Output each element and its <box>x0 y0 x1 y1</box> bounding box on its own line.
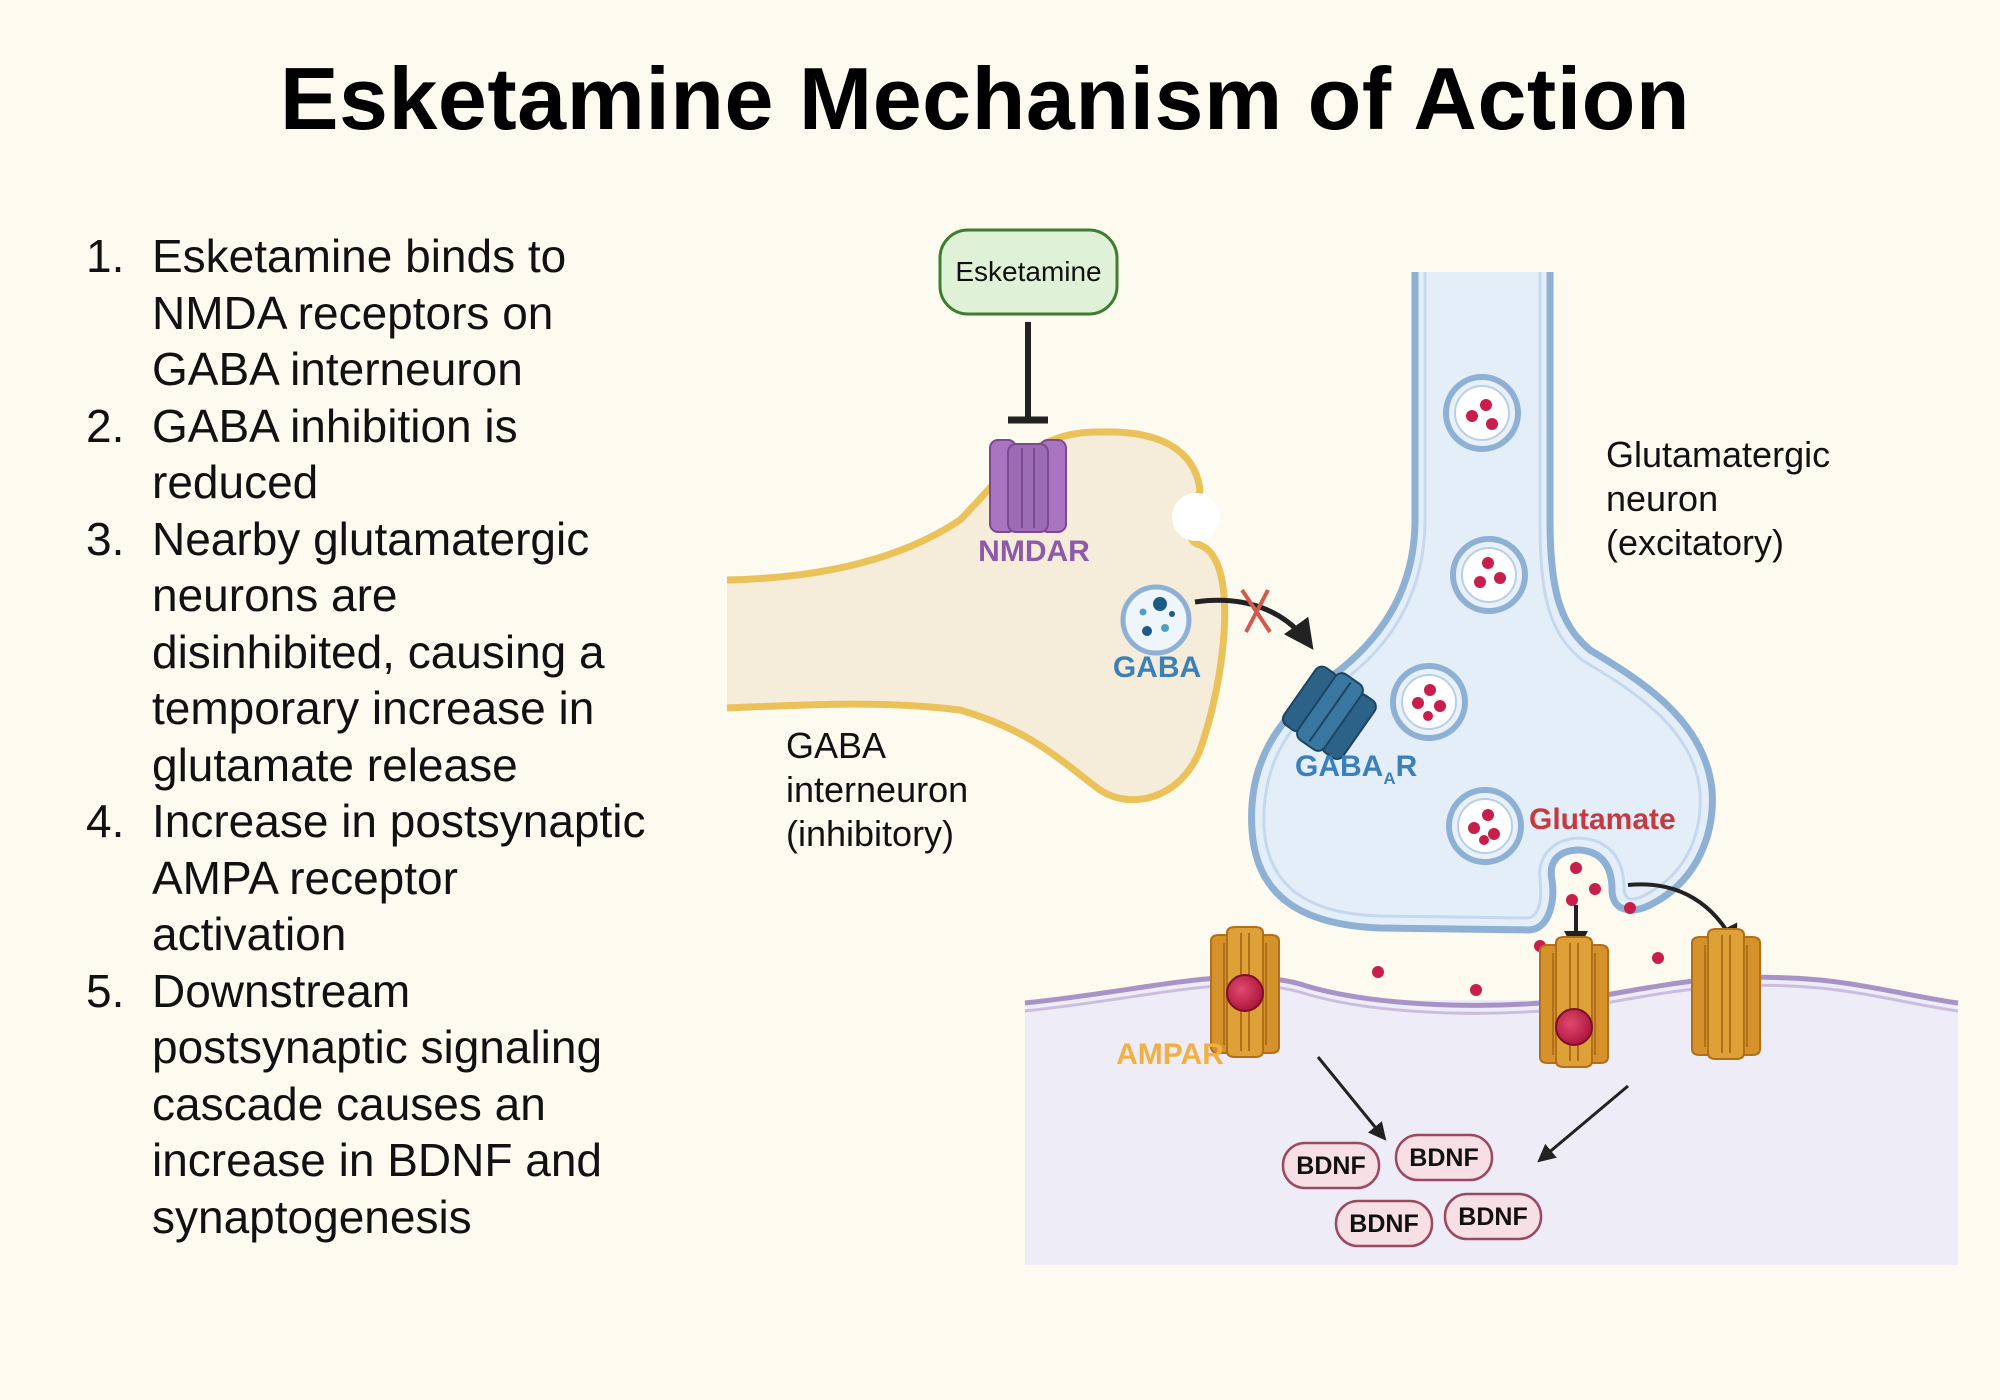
gaba-interneuron-label: GABA interneuron (inhibitory) <box>786 725 978 854</box>
gaba-interneuron-membrane <box>726 428 1229 804</box>
step-number: 1. <box>86 230 125 282</box>
nmdar-label: NMDAR <box>978 535 1090 568</box>
glutamate-vesicle-icon <box>1449 790 1521 862</box>
step-number: 4. <box>86 795 125 847</box>
glutamatergic-neuron-label: Glutamatergic neuron (excitatory) <box>1606 434 1840 563</box>
gabaar-label: GABAAR <box>1295 750 1418 788</box>
gabaar-main: GABA <box>1295 750 1383 783</box>
glutamate-label: Glutamate <box>1529 803 1676 836</box>
gaba-interneuron <box>727 431 1225 800</box>
gaba-neuron-label-line: (inhibitory) <box>786 813 954 854</box>
step-number: 2. <box>86 399 125 452</box>
glut-neuron-label-line: neuron <box>1606 478 1718 519</box>
ampar-receptor-icon <box>1210 926 1280 1058</box>
bdnf-label: BDNF <box>1296 1152 1365 1180</box>
step-text: GABA inhibition is reduced <box>152 399 518 509</box>
step-item: 4. Increase in postsynaptic AMPA receptor… <box>86 793 646 963</box>
signaling-arrow-right <box>1537 1084 1629 1163</box>
step-text: Downstream postsynaptic signaling cascad… <box>152 964 603 1243</box>
glut-neuron-label-line: (excitatory) <box>1606 522 1784 563</box>
step-number: 5. <box>86 964 125 1017</box>
step-text: Nearby glutamatergic neurons are disinhi… <box>152 512 605 791</box>
step-text: Increase in postsynaptic AMPA receptor a… <box>152 795 646 960</box>
glutamate-vesicle-icon <box>1453 539 1525 611</box>
bdnf-label: BDNF <box>1458 1203 1527 1231</box>
bdnf-badge: BDNF <box>1443 1192 1543 1241</box>
nmdar-receptor-icon <box>989 439 1067 533</box>
step-text: Esketamine binds to NMDA receptors on GA… <box>152 230 567 395</box>
gabaar-end: R <box>1396 750 1418 783</box>
glutamatergic-neuron-membrane <box>1248 272 1716 934</box>
bdnf-badge: BDNF <box>1394 1133 1494 1182</box>
gabaa-receptor-icon <box>1282 665 1377 760</box>
esketamine-box <box>938 228 1119 316</box>
ampar-label: AMPAR <box>1116 1038 1224 1071</box>
steps-list: 1. Esketamine binds to NMDA receptors on … <box>86 228 646 1245</box>
gaba-label: GABA <box>1113 651 1201 684</box>
gabaar-subscript: A <box>1383 769 1395 788</box>
step-item: 1. Esketamine binds to NMDA receptors on … <box>86 228 646 398</box>
bdnf-label: BDNF <box>1409 1144 1478 1172</box>
released-glutamate-dots <box>1372 862 1664 996</box>
gaba-neuron-label-line: interneuron <box>786 769 968 810</box>
membrane-pore <box>1172 493 1220 541</box>
bdnf-label: BDNF <box>1349 1210 1418 1238</box>
glutamate-vesicle-icon <box>1446 377 1518 449</box>
signaling-arrow-left <box>1316 1056 1387 1141</box>
gaba-neuron-label-line: GABA <box>786 725 886 766</box>
step-item: 5. Downstream postsynaptic signaling casc… <box>86 963 646 1246</box>
glutamate-vesicle-icon <box>1393 666 1465 738</box>
step-number: 3. <box>86 512 125 565</box>
gaba-vesicle-icon <box>1120 584 1192 656</box>
page-title: Esketamine Mechanism of Action <box>279 49 1691 148</box>
bdnf-badge: BDNF <box>1281 1141 1381 1190</box>
esketamine-label: Esketamine <box>955 256 1101 287</box>
bdnf-badge: BDNF <box>1334 1199 1434 1248</box>
blocked-x-icon <box>1240 588 1272 634</box>
ampar-receptor-icon <box>1539 936 1609 1068</box>
step-item: 2. GABA inhibition is reduced <box>86 398 646 511</box>
ampar-receptor-icon <box>1691 928 1761 1060</box>
step-item: 3. Nearby glutamatergic neurons are disin… <box>86 511 646 794</box>
glut-neuron-label-line: Glutamatergic <box>1606 434 1830 475</box>
gaba-release-arrow <box>1194 597 1314 650</box>
